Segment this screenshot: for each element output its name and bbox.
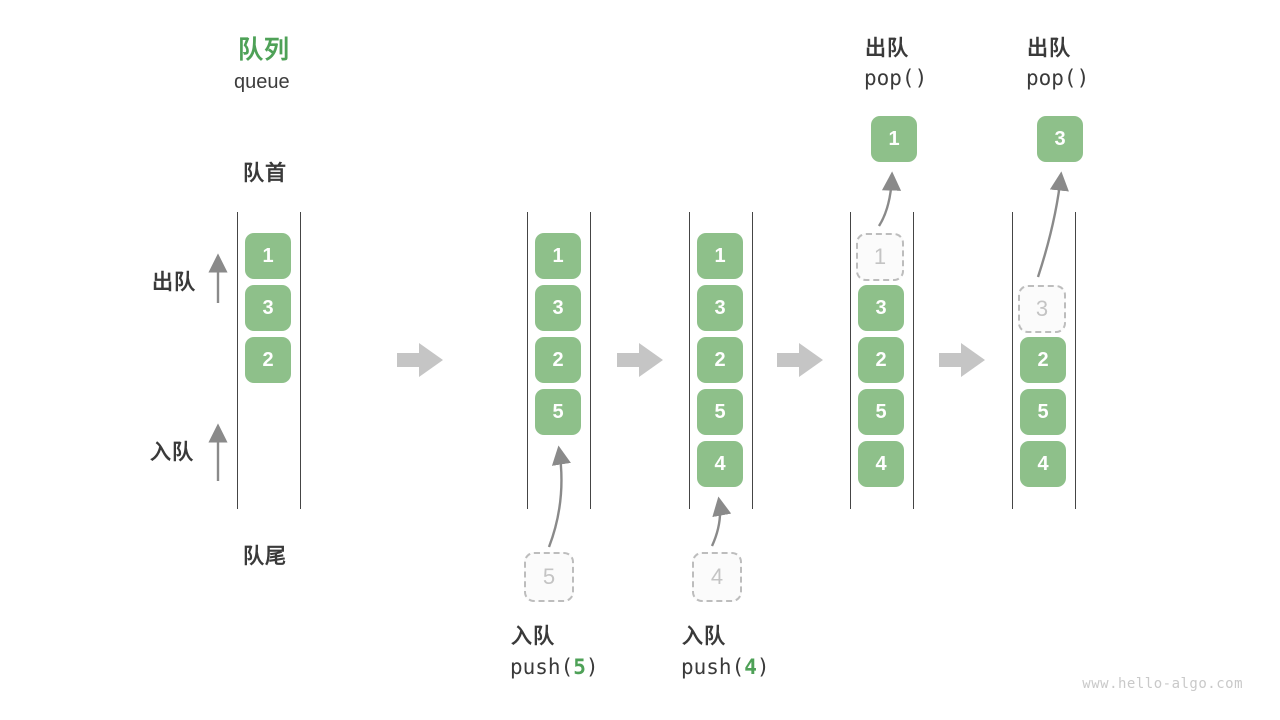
- queue-cell: 3: [245, 285, 291, 331]
- queue-cell: 2: [245, 337, 291, 383]
- queue-cell: 5: [535, 389, 581, 435]
- label-queue-front: 队首: [243, 162, 287, 185]
- queue-cell: 5: [858, 389, 904, 435]
- popped-element-3: 3: [1037, 116, 1083, 162]
- caption-pop-code: pop(): [1026, 66, 1090, 90]
- queue-cell: 2: [858, 337, 904, 383]
- queue-cell: 2: [697, 337, 743, 383]
- queue-cell: 1: [245, 233, 291, 279]
- queue-cell: 4: [697, 441, 743, 487]
- caption-enqueue-label: 入队: [682, 625, 726, 648]
- queue-column-3: 1 3 2 5 4: [689, 212, 753, 509]
- staging-element-5: 5: [524, 552, 574, 602]
- code-open: push(: [681, 655, 745, 679]
- queue-cell: 3: [858, 285, 904, 331]
- queue-column-4: 1 3 2 5 4: [850, 212, 914, 509]
- queue-cell: 2: [535, 337, 581, 383]
- popped-element-1: 1: [871, 116, 917, 162]
- diagram-title-en: queue: [234, 71, 290, 93]
- queue-cell: 4: [858, 441, 904, 487]
- caption-pop-code: pop(): [864, 66, 928, 90]
- queue-column-1: 1 3 2: [237, 212, 301, 509]
- queue-cell: 4: [1020, 441, 1066, 487]
- code-close: ): [756, 655, 770, 679]
- queue-cell: 1: [697, 233, 743, 279]
- caption-push4-code: push(4): [681, 655, 770, 679]
- caption-dequeue-label: 出队: [1027, 37, 1071, 60]
- code-open: push(: [510, 655, 574, 679]
- step-arrow-icon: [939, 343, 985, 377]
- caption-enqueue-label: 入队: [511, 625, 555, 648]
- label-dequeue-side: 出队: [152, 271, 196, 294]
- code-arg: 5: [573, 655, 586, 679]
- queue-cell-removed: 3: [1018, 285, 1066, 333]
- label-enqueue-side: 入队: [150, 441, 194, 464]
- queue-cell-removed: 1: [856, 233, 904, 281]
- step-arrow-icon: [777, 343, 823, 377]
- queue-cell: 5: [697, 389, 743, 435]
- label-queue-rear: 队尾: [243, 545, 287, 568]
- queue-cell: 3: [535, 285, 581, 331]
- queue-cell: 2: [1020, 337, 1066, 383]
- step-arrow-icon: [617, 343, 663, 377]
- queue-column-5: 3 2 5 4: [1012, 212, 1076, 509]
- caption-dequeue-label: 出队: [865, 37, 909, 60]
- queue-cell: 5: [1020, 389, 1066, 435]
- watermark: www.hello-algo.com: [1082, 676, 1243, 692]
- diagram-title-zh: 队列: [238, 36, 291, 64]
- staging-element-4: 4: [692, 552, 742, 602]
- queue-column-2: 1 3 2 5: [527, 212, 591, 509]
- queue-cell: 3: [697, 285, 743, 331]
- code-close: ): [585, 655, 599, 679]
- step-arrow-icon: [397, 343, 443, 377]
- code-arg: 4: [744, 655, 757, 679]
- caption-push5-code: push(5): [510, 655, 599, 679]
- queue-cell: 1: [535, 233, 581, 279]
